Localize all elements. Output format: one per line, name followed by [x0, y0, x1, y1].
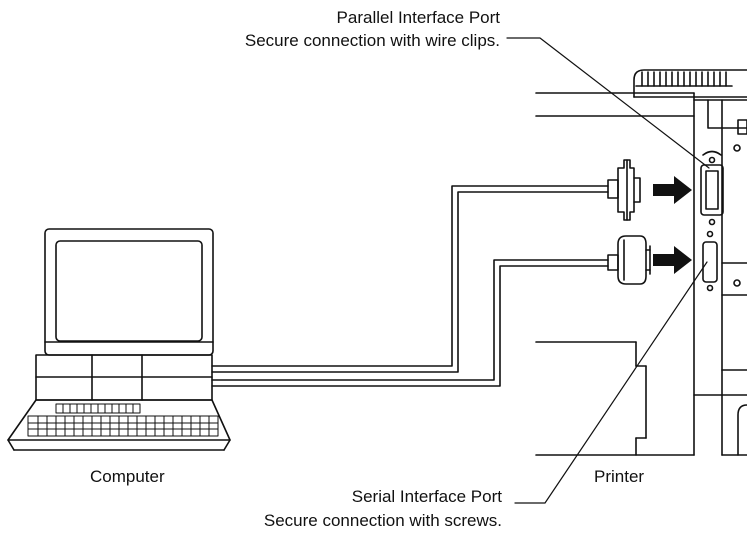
serial-port-leader-line	[514, 261, 708, 504]
serial-insert-arrow	[653, 246, 692, 274]
parallel-insert-arrow	[653, 176, 692, 204]
computer-label: Computer	[90, 467, 165, 486]
parallel-port-socket	[700, 150, 724, 226]
computer-screen	[55, 240, 203, 342]
computer-monitor	[44, 228, 214, 356]
parallel-port-note: Secure connection with wire clips.	[244, 31, 500, 50]
parallel-port-leader-line	[506, 37, 710, 169]
serial-cable-plug	[607, 235, 651, 285]
keyboard-keys	[27, 403, 219, 437]
parallel-cable	[211, 185, 609, 373]
printer-top-grille	[633, 69, 747, 98]
printer-label: Printer	[594, 467, 645, 486]
serial-port-note: Secure connection with screws.	[263, 511, 502, 530]
serial-port-title: Serial Interface Port	[351, 487, 502, 506]
serial-port-socket	[702, 230, 718, 292]
serial-cable	[211, 259, 609, 387]
printer-illustration	[535, 69, 747, 456]
parallel-port-title: Parallel Interface Port	[336, 8, 500, 27]
parallel-cable-plug	[607, 159, 641, 221]
computer-illustration	[7, 228, 231, 451]
